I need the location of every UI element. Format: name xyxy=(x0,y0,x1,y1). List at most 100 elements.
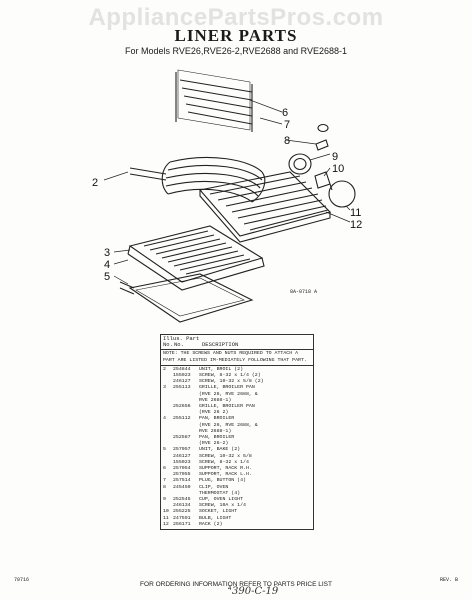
rack-support-drawing xyxy=(175,69,253,132)
description: RVE 2688-1) xyxy=(199,428,232,434)
part-no: 247591 xyxy=(173,515,191,521)
table-row: (RVE 26 2) xyxy=(163,410,311,416)
part-no: 246134 xyxy=(173,503,191,509)
illus-no: 12 xyxy=(163,521,169,527)
part-no: 246127 xyxy=(173,453,191,459)
oven-rack-drawing xyxy=(198,171,332,243)
part-no: 255112 xyxy=(173,416,191,422)
part-no: 255113 xyxy=(173,385,191,391)
description: SCREW, 10-32 x 5/8 xyxy=(199,453,252,459)
illus-no: 8 xyxy=(163,484,166,490)
document-number: 70716 xyxy=(14,577,30,583)
part-no: 257055 xyxy=(173,472,191,478)
table-row: 155023 SCREW, 8-32 x 1/4 xyxy=(163,460,311,466)
handwritten-note: 390-C-19 xyxy=(232,586,279,597)
table-row: (RVE 26, RVE 2688, & xyxy=(163,423,311,429)
parts-table: Illus. Part No. No. DESCRIPTION NOTE: TH… xyxy=(160,334,314,531)
clip-drawing xyxy=(315,139,329,151)
illus-no: 2 xyxy=(163,366,166,372)
table-row: (RVE 26, RVE 2688, & xyxy=(163,392,311,398)
illus-no: 11 xyxy=(163,515,169,521)
part-no: 252545 xyxy=(173,497,191,503)
header-col-description: DESCRIPTION xyxy=(202,341,239,349)
illus-no: 5 xyxy=(163,447,166,453)
illus-no: 9 xyxy=(163,497,166,503)
leader-lines xyxy=(103,99,351,285)
illus-no: 3 xyxy=(163,385,166,391)
revision-label: REV. B xyxy=(439,577,458,583)
callout-2: 2 xyxy=(92,177,98,189)
watermark: AppliancePartsPros.com xyxy=(88,4,384,31)
exploded-parts-diagram: 6 7 8 9 10 11 12 2 3 4 5 xyxy=(92,69,362,323)
table-row: 246127 SCREW, 10-32 x 5/8 (2) xyxy=(163,379,311,385)
description: PLUG, BUTTON (4) xyxy=(199,478,246,484)
description: SOCKET, LIGHT xyxy=(199,509,238,515)
table-row: 252587 PAN, BROILER xyxy=(163,435,311,441)
part-no: 155023 xyxy=(173,373,191,379)
callout-3: 3 xyxy=(104,247,110,259)
description: SCREW, 10-32 x 5/8 (2) xyxy=(199,379,264,385)
description: SCREW, 8-32 x 1/4 (2) xyxy=(199,373,261,379)
description: RACK (2) xyxy=(199,521,223,527)
callout-7: 7 xyxy=(284,119,290,131)
description: SCREW, 8-32 x 1/4 xyxy=(199,459,249,465)
part-no: 257514 xyxy=(173,478,191,484)
description: SUPPORT, RACK L.H. xyxy=(199,472,252,478)
part-no: 246127 xyxy=(173,379,191,385)
callout-5: 5 xyxy=(104,271,110,283)
callout-4: 4 xyxy=(104,259,110,271)
parts-table-header: Illus. Part No. No. DESCRIPTION xyxy=(161,335,313,351)
part-no: 252656 xyxy=(173,404,191,410)
callout-11: 11 xyxy=(350,207,361,219)
header-illus-part: Illus. Part xyxy=(163,335,200,342)
part-no: 245450 xyxy=(173,484,191,490)
description: (RVE 26 2) xyxy=(199,410,229,416)
part-no: 254844 xyxy=(173,366,191,372)
page-title: LINER PARTS xyxy=(174,26,298,45)
description: BULB, LIGHT xyxy=(199,515,232,521)
description: PAN, BROILER xyxy=(199,435,235,441)
illus-no: 6 xyxy=(163,466,166,472)
header-col-no: No. xyxy=(163,341,173,349)
callout-12: 12 xyxy=(350,219,362,231)
description: SUPPORT, RACK R.H. xyxy=(199,466,252,472)
description: UNIT, BAKE (2) xyxy=(199,447,241,453)
table-row: 11 247591 BULB, LIGHT xyxy=(163,516,311,522)
ordering-info: FOR ORDERING INFORMATION REFER TO PARTS … xyxy=(140,581,332,588)
callout-9: 9 xyxy=(332,151,338,163)
table-row: 12 256171 RACK (2) xyxy=(163,522,311,528)
description: RVE 2688-1) xyxy=(199,397,232,403)
illus-no: 7 xyxy=(163,478,166,484)
description: SCREW, 10A x 1/4 xyxy=(199,503,246,509)
plug-button-drawing xyxy=(317,123,329,133)
table-row: 5 257057 UNIT, BAKE (2) xyxy=(163,447,311,453)
part-no: 252587 xyxy=(173,435,191,441)
description: (RVE 26, RVE 2688, & xyxy=(199,391,258,397)
header-col-part: No. xyxy=(174,341,184,349)
part-no: 257057 xyxy=(173,447,191,453)
part-no: 256171 xyxy=(173,521,191,527)
callout-6: 6 xyxy=(282,107,288,119)
broiler-pan-drawing xyxy=(127,225,265,291)
table-row: 246134 SCREW, 10A x 1/4 xyxy=(163,503,311,509)
description: THERMOSTAT (4) xyxy=(199,490,241,496)
broil-unit-drawing xyxy=(129,156,266,203)
bake-unit-drawing xyxy=(119,273,254,323)
page-number: 4 xyxy=(228,586,232,592)
table-row: 257055 SUPPORT, RACK L.H. xyxy=(163,472,311,478)
description: PAN, BROILER xyxy=(199,416,235,422)
callout-10: 10 xyxy=(332,163,344,175)
part-no: 155023 xyxy=(173,459,191,465)
table-row: 155023 SCREW, 8-32 x 1/4 (2) xyxy=(163,373,311,379)
page-subtitle: For Models RVE26,RVE26-2,RVE2688 and RVE… xyxy=(125,46,347,56)
table-note: NOTE: THE SCREWS AND NUTS REQUIRED TO AT… xyxy=(161,350,313,366)
table-row: (RVE 26-2) xyxy=(163,441,311,447)
